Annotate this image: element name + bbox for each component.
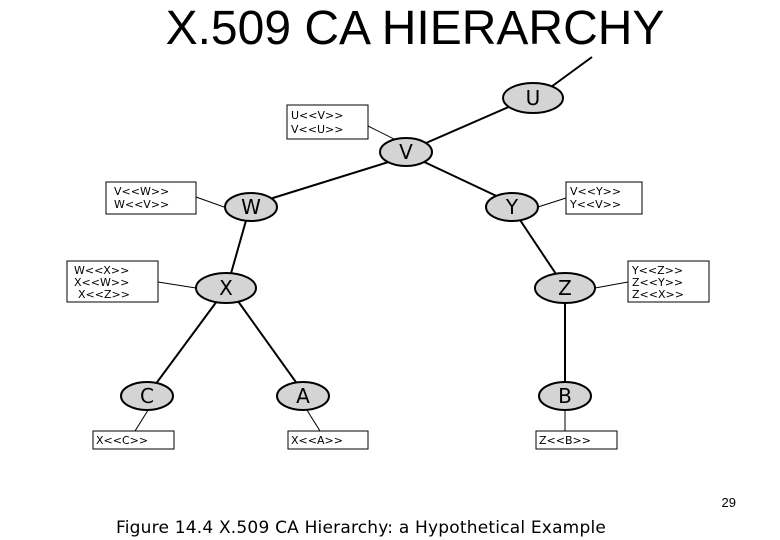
edge-v-y (419, 159, 506, 201)
edge-u-v (409, 101, 521, 151)
cert-line: X<<A>> (291, 434, 343, 447)
node-v (379, 137, 433, 167)
connector-a (304, 406, 321, 432)
cert-box-y (565, 181, 643, 215)
cert-box-v (286, 104, 369, 140)
node-label-b: B (558, 384, 572, 408)
cert-line: V<<Y>> (570, 185, 621, 198)
cert-line: W<<V>> (114, 198, 169, 211)
node-label-x: X (219, 276, 233, 300)
cert-line: X<<Z>> (78, 288, 130, 301)
node-label-a: A (296, 384, 310, 408)
slide-title: X.509 CA HIERARCHY (165, 2, 665, 55)
edge-v-w (259, 159, 396, 203)
connector-c (134, 406, 151, 432)
node-b (538, 381, 592, 411)
node-label-v: V (399, 140, 413, 164)
cert-line: V<<U>> (291, 123, 343, 136)
edge-x-a (234, 296, 299, 386)
cert-line: Z<<Y>> (632, 276, 683, 289)
cert-line: X<<C>> (96, 434, 148, 447)
node-label-y: Y (505, 195, 519, 219)
cert-line: Z<<X>> (632, 288, 684, 301)
tree-nodes (120, 82, 596, 411)
cert-box-a (287, 430, 369, 450)
edge-x-c (154, 296, 221, 386)
page-number: 29 (721, 495, 736, 510)
node-z (534, 272, 596, 304)
cert-line: Y<<V>> (569, 198, 621, 211)
cert-box-z (627, 260, 710, 303)
cert-line: Z<<B>> (539, 434, 591, 447)
cert-box-w (105, 181, 197, 215)
cert-line: W<<X>> (74, 264, 129, 277)
cert-box-x (66, 260, 159, 303)
node-label-w: W (241, 195, 261, 219)
connector-z (594, 281, 629, 289)
node-w (224, 192, 278, 222)
cert-box-c (92, 430, 175, 450)
certificate-boxes (66, 104, 710, 450)
node-label-z: Z (558, 276, 572, 300)
connector-w (195, 196, 225, 208)
cert-line: X<<W>> (74, 276, 129, 289)
node-x (195, 272, 257, 304)
node-c (120, 381, 174, 411)
node-label-u: U (526, 86, 541, 110)
edge-y-z (517, 216, 559, 278)
cert-box-b (535, 430, 618, 450)
node-y (485, 192, 539, 222)
node-label-c: C (140, 384, 154, 408)
connector-x (157, 281, 197, 289)
cert-line: U<<V>> (291, 109, 343, 122)
cert-line: Y<<Z>> (631, 264, 683, 277)
connector-y (537, 197, 567, 208)
tree-edges (154, 56, 593, 386)
node-u (502, 82, 564, 114)
node-a (276, 381, 330, 411)
figure-caption: Figure 14.4 X.509 CA Hierarchy: a Hypoth… (116, 518, 607, 538)
cert-line: V<<W>> (114, 185, 169, 198)
edge-w-x (229, 216, 248, 278)
